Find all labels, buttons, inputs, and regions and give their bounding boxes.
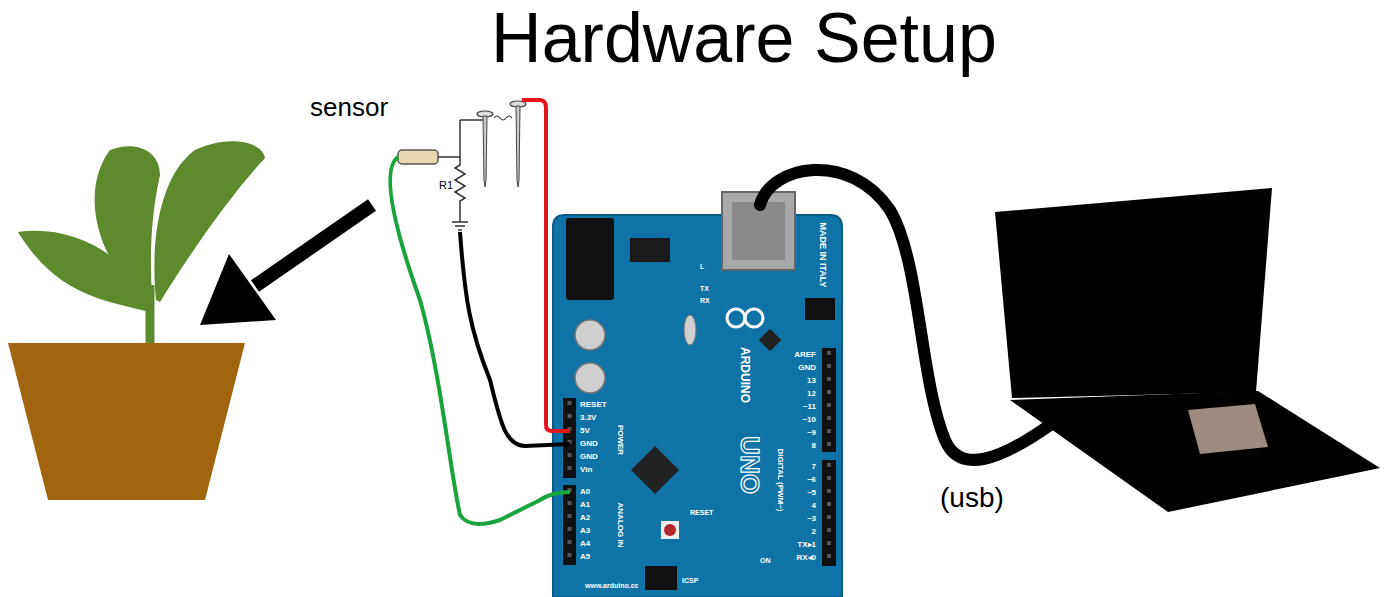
led-label: RX <box>700 297 710 304</box>
reset-button <box>661 521 679 539</box>
laptop-touchpad <box>1188 404 1268 454</box>
header-label: ANALOG IN <box>616 503 624 548</box>
microcontroller-chip <box>631 446 679 494</box>
part-label: sensor <box>310 94 388 120</box>
green-wire <box>390 157 570 524</box>
pin-label: ~11 <box>803 403 816 411</box>
nail-electrode <box>483 116 487 187</box>
diagram-title: Hardware Setup <box>491 3 997 73</box>
pin-label: ~10 <box>802 416 816 424</box>
laptop-screen <box>995 188 1272 398</box>
pin-label: 7 <box>812 463 816 471</box>
pin-label: 12 <box>807 390 816 398</box>
ground-symbol <box>452 221 468 223</box>
arduino-logo <box>745 309 763 327</box>
pin-label: 8 <box>812 442 816 450</box>
pin-label: A2 <box>580 514 590 522</box>
pin-label: 2 <box>812 528 816 536</box>
led-label: TX <box>700 285 709 292</box>
pin-label: GND <box>798 364 816 372</box>
arduino-logo <box>727 309 745 327</box>
pin-label: GND <box>580 440 598 448</box>
schematic-wire <box>459 120 461 160</box>
component-label: R1 <box>439 180 453 191</box>
board-name: ARDUINO <box>739 347 751 403</box>
icsp-header <box>805 298 835 320</box>
pin-label: A0 <box>580 488 590 496</box>
cable-label: (usb) <box>940 484 1004 512</box>
header-label: POWER <box>616 425 624 455</box>
pin-label: TX▸1 <box>797 541 816 549</box>
pin-label: 5V <box>580 427 590 435</box>
pin-label: ~6 <box>807 476 816 484</box>
board-model: UNO <box>737 436 763 494</box>
resistor-symbol <box>455 160 465 222</box>
header-pins <box>827 463 831 564</box>
laptop-base <box>1010 391 1380 512</box>
plant-leaf <box>154 141 265 302</box>
header-pins <box>568 401 572 476</box>
pin-label: ~3 <box>807 515 816 523</box>
led-label: ON <box>760 557 771 564</box>
black-wire <box>460 232 570 446</box>
header-label: ICSP <box>682 577 698 584</box>
soil-resistance-symbol <box>494 116 512 120</box>
pin-label: A4 <box>580 540 590 548</box>
capacitor <box>575 363 605 393</box>
pin-label: 3.3V <box>580 414 596 422</box>
button-label: RESET <box>690 509 713 516</box>
reset-button <box>664 524 676 536</box>
pin-label: ~9 <box>807 429 816 437</box>
power-jack <box>566 218 614 300</box>
sensor-probe <box>398 150 438 164</box>
led-label: L <box>700 263 704 270</box>
header-pins <box>827 351 831 450</box>
pin-label: RX◂0 <box>796 554 816 562</box>
capacitor <box>575 320 605 350</box>
pin-label: 13 <box>807 377 816 385</box>
arrow-head <box>200 254 276 325</box>
pin-label: RESET <box>580 401 607 409</box>
pin-label: ~5 <box>807 489 816 497</box>
ground-symbol <box>458 229 462 231</box>
voltage-regulator <box>630 238 670 262</box>
pin-header <box>563 485 576 565</box>
header-pins <box>568 488 572 563</box>
pin-label: A5 <box>580 553 590 561</box>
arduino-board <box>553 215 842 597</box>
board-marking: MADE IN ITALY <box>818 222 827 287</box>
pin-header <box>822 460 836 566</box>
board-marking: www.arduino.cc <box>585 582 638 589</box>
pin-label: A1 <box>580 501 590 509</box>
schematic-wire <box>460 119 485 121</box>
pin-header <box>563 398 576 478</box>
pin-label: AREF <box>794 351 816 359</box>
pointer-arrow <box>255 205 372 286</box>
schematic-wire <box>438 156 460 158</box>
pin-label: GND <box>580 453 598 461</box>
crystal <box>684 315 696 345</box>
plant-leaf <box>95 146 160 300</box>
nail-electrode <box>516 106 520 187</box>
pin-label: Vin <box>580 466 592 474</box>
pin-header <box>822 348 836 452</box>
red-wire <box>522 100 570 431</box>
pin-label: A3 <box>580 527 590 535</box>
pin-label: 4 <box>812 502 816 510</box>
usb-chip <box>759 329 782 352</box>
icsp-header <box>645 566 677 590</box>
flower-pot <box>8 343 245 500</box>
header-label: DIGITAL (PWM~) <box>776 448 784 511</box>
ground-symbol <box>455 225 465 227</box>
